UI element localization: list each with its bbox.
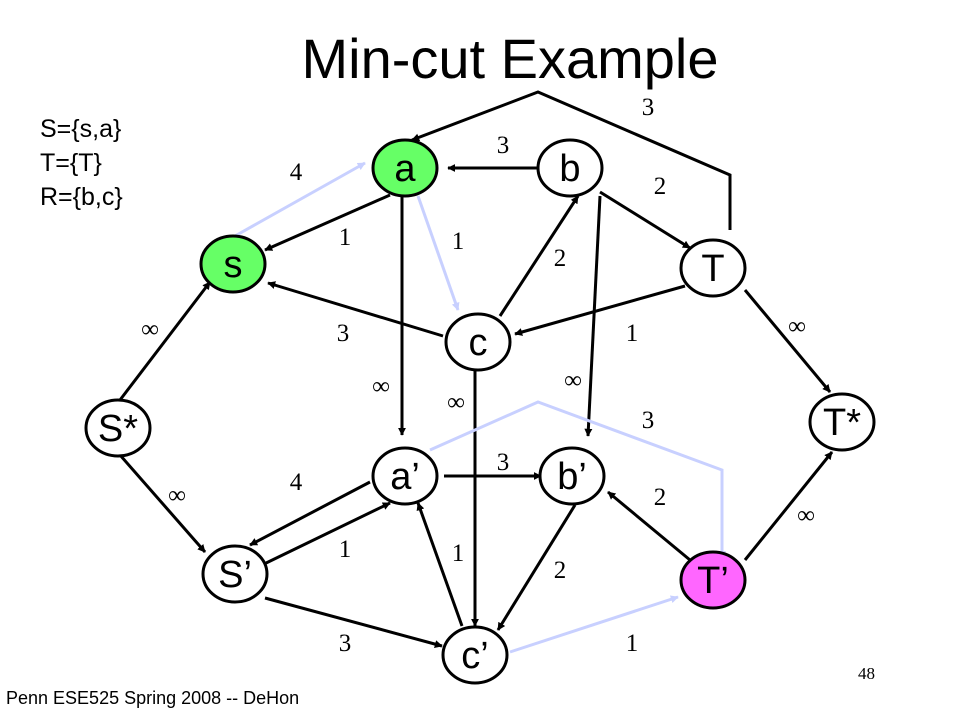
edge-weight-label: ∞ [797, 502, 815, 529]
node-cp: c’ [441, 625, 509, 685]
node-bp: b’ [538, 446, 606, 506]
edge-weight-label: 2 [554, 245, 567, 272]
edge-weight-label: 3 [339, 630, 352, 657]
node-c-label: c [469, 322, 488, 364]
node-bp-label: b’ [557, 456, 587, 498]
edge-weight-label: 1 [452, 540, 465, 567]
cut-edge-ap-Tp-over [429, 400, 726, 559]
set-r: R={b,c} [40, 183, 123, 211]
edge-weight-label: 3 [497, 449, 510, 476]
node-bp-circle [538, 446, 606, 506]
node-b-circle [536, 138, 604, 198]
edge-weight-label: ∞ [372, 373, 390, 400]
node-s-circle [199, 234, 267, 294]
set-definitions: S={s,a} T={T} R={b,c} [40, 112, 123, 214]
edge-weight-label: ∞ [564, 367, 582, 394]
edge-weight-label: 1 [452, 228, 465, 255]
edge-weight-label: 2 [554, 557, 567, 584]
edge-weight-label: ∞ [447, 389, 465, 416]
node-c: c [444, 312, 512, 372]
edge-Sp-ap [261, 501, 391, 567]
edge-a-s [264, 193, 391, 252]
node-cp-circle [441, 625, 509, 685]
edge-weight-label: 2 [654, 173, 667, 200]
node-Tp: T’ [679, 550, 747, 610]
page-number: 48 [858, 664, 875, 683]
edge-ap-Sp [249, 480, 371, 547]
edge-weight-label: 1 [626, 630, 639, 657]
edge-weight-label: 2 [654, 484, 667, 511]
edge-c-b [498, 195, 580, 317]
nodes: a b s TcS* T* a’ b’ S’ T’ c’ [84, 138, 876, 685]
edges-lower [118, 451, 834, 648]
node-a-circle [371, 138, 439, 198]
edge-weight-label: 3 [337, 320, 350, 347]
node-Sstar: S* [84, 398, 152, 458]
edge-weight-label: 1 [626, 320, 639, 347]
node-Sp-label: S’ [218, 554, 252, 596]
node-Sstar-label: S* [98, 408, 138, 450]
node-b-label: b [559, 148, 580, 190]
node-Tp-label: T’ [697, 560, 729, 602]
edge-Tp-bp [607, 490, 691, 562]
node-Tstar: T* [808, 392, 876, 452]
node-Sp-circle [201, 544, 269, 604]
cut-edge-cp-Tp [509, 595, 679, 654]
node-T-circle [679, 238, 747, 298]
edge-Tp-Tstar [743, 451, 834, 561]
edge-weight-label: 1 [339, 536, 352, 563]
node-ap: a’ [371, 446, 439, 506]
set-t: T={T} [40, 149, 102, 177]
edge-weight-label: 3 [497, 132, 510, 159]
edge-T-c [514, 284, 686, 336]
edge-b-bp [584, 195, 602, 437]
node-a: a [371, 138, 439, 198]
edge-b-T [599, 190, 691, 250]
node-Tstar-circle [808, 392, 876, 452]
node-c-circle [444, 312, 512, 372]
node-s: s [199, 234, 267, 294]
edge-weight-label: 3 [642, 407, 655, 434]
edge-bp-cp [496, 504, 577, 631]
node-ap-label: a’ [390, 456, 420, 498]
node-Tstar-label: T* [823, 402, 861, 444]
edge-Sp-cp [264, 596, 443, 648]
node-s-label: s [224, 244, 243, 286]
node-ap-circle [371, 446, 439, 506]
node-Tp-circle [679, 550, 747, 610]
cut-edges [234, 161, 726, 654]
node-cp-label: c’ [461, 635, 488, 677]
node-Sstar-circle [84, 398, 152, 458]
edge-labels: 3 3 4 2 1 1 2 ∞ 3 1 ∞ ∞ ∞ ∞ 3 3 4 2 ∞ ∞ 1 1 2 3 1 [141, 94, 815, 657]
edge-weight-label: 4 [290, 159, 303, 186]
edge-cp-ap [416, 502, 464, 627]
edge-weight-label: 4 [290, 469, 303, 496]
node-T-label: T [701, 248, 724, 290]
slide-title: Min-cut Example [301, 27, 719, 90]
node-T: T [679, 238, 747, 298]
cut-edge-s-a [234, 161, 366, 238]
edge-weight-label: 3 [642, 94, 655, 121]
cut-edge-a-c [416, 195, 460, 311]
edge-weight-label: ∞ [168, 482, 186, 509]
edge-T-a-over [411, 90, 732, 230]
edges-upper [118, 90, 832, 627]
footer: Penn ESE525 Spring 2008 -- DeHon [6, 688, 300, 708]
edge-weight-label: ∞ [141, 316, 159, 343]
node-b: b [536, 138, 604, 198]
edge-T-Tstar [743, 289, 832, 393]
edge-weight-label: 1 [339, 224, 352, 251]
node-a-label: a [394, 148, 416, 190]
edge-Sstar-s [118, 281, 212, 401]
node-Sp: S’ [201, 544, 269, 604]
edge-Sstar-Sp [118, 454, 207, 553]
set-s: S={s,a} [40, 115, 122, 143]
edge-c-s [267, 281, 444, 338]
edge-weight-label: ∞ [788, 313, 806, 340]
